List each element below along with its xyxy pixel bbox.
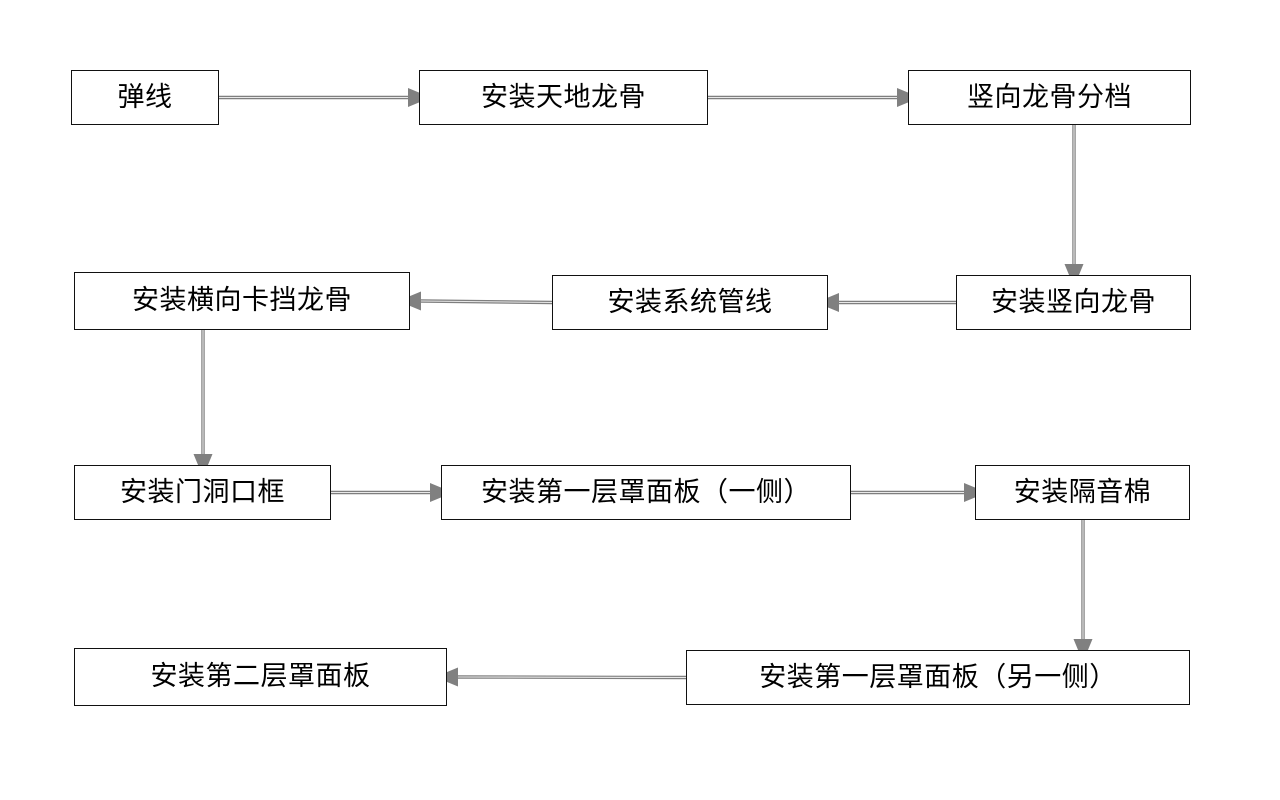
flow-node-install-sound-insulation[interactable]: 安装隔音棉 — [975, 465, 1190, 520]
flow-node-label: 弹线 — [117, 81, 173, 113]
flow-node-label: 安装天地龙骨 — [481, 81, 646, 113]
flow-node-label: 安装隔音棉 — [1013, 476, 1152, 508]
connector-down — [193, 330, 213, 477]
flow-node-install-horizontal-blocking[interactable]: 安装横向卡挡龙骨 — [74, 272, 410, 330]
flow-node-label: 安装第一层罩面板（另一侧） — [759, 661, 1117, 693]
flow-node-dan-xian[interactable]: 弹线 — [71, 70, 219, 125]
flow-node-label: 安装第二层罩面板 — [150, 661, 371, 693]
flow-node-label: 安装横向卡挡龙骨 — [132, 285, 352, 317]
connector-left — [398, 291, 553, 311]
flow-node-vertical-stud-spacing[interactable]: 竖向龙骨分档 — [908, 70, 1191, 125]
flow-node-label: 安装第一层罩面板（一侧） — [481, 476, 811, 508]
flow-node-install-system-pipes[interactable]: 安装系统管线 — [552, 275, 828, 330]
flow-node-install-top-bottom-track[interactable]: 安装天地龙骨 — [419, 70, 708, 125]
flow-node-install-door-frame[interactable]: 安装门洞口框 — [74, 465, 331, 520]
flow-node-install-first-layer-board-other-side[interactable]: 安装第一层罩面板（另一侧） — [686, 650, 1190, 705]
flow-node-label: 安装门洞口框 — [120, 476, 285, 508]
flow-node-label: 安装系统管线 — [607, 286, 773, 318]
flow-node-label: 安装竖向龙骨 — [991, 286, 1156, 318]
connector-down — [1073, 520, 1093, 662]
connector-left — [435, 667, 687, 687]
connector-right — [708, 88, 920, 107]
flow-node-install-second-layer-board[interactable]: 安装第二层罩面板 — [74, 648, 447, 706]
connector-right — [851, 483, 987, 502]
flow-node-install-first-layer-board-one-side[interactable]: 安装第一层罩面板（一侧） — [441, 465, 851, 520]
flow-node-label: 竖向龙骨分档 — [967, 81, 1132, 113]
connector-left — [816, 293, 956, 312]
connector-right — [219, 88, 431, 107]
connector-right — [331, 483, 453, 502]
connector-down — [1064, 125, 1084, 287]
flow-node-install-vertical-studs[interactable]: 安装竖向龙骨 — [956, 275, 1191, 330]
